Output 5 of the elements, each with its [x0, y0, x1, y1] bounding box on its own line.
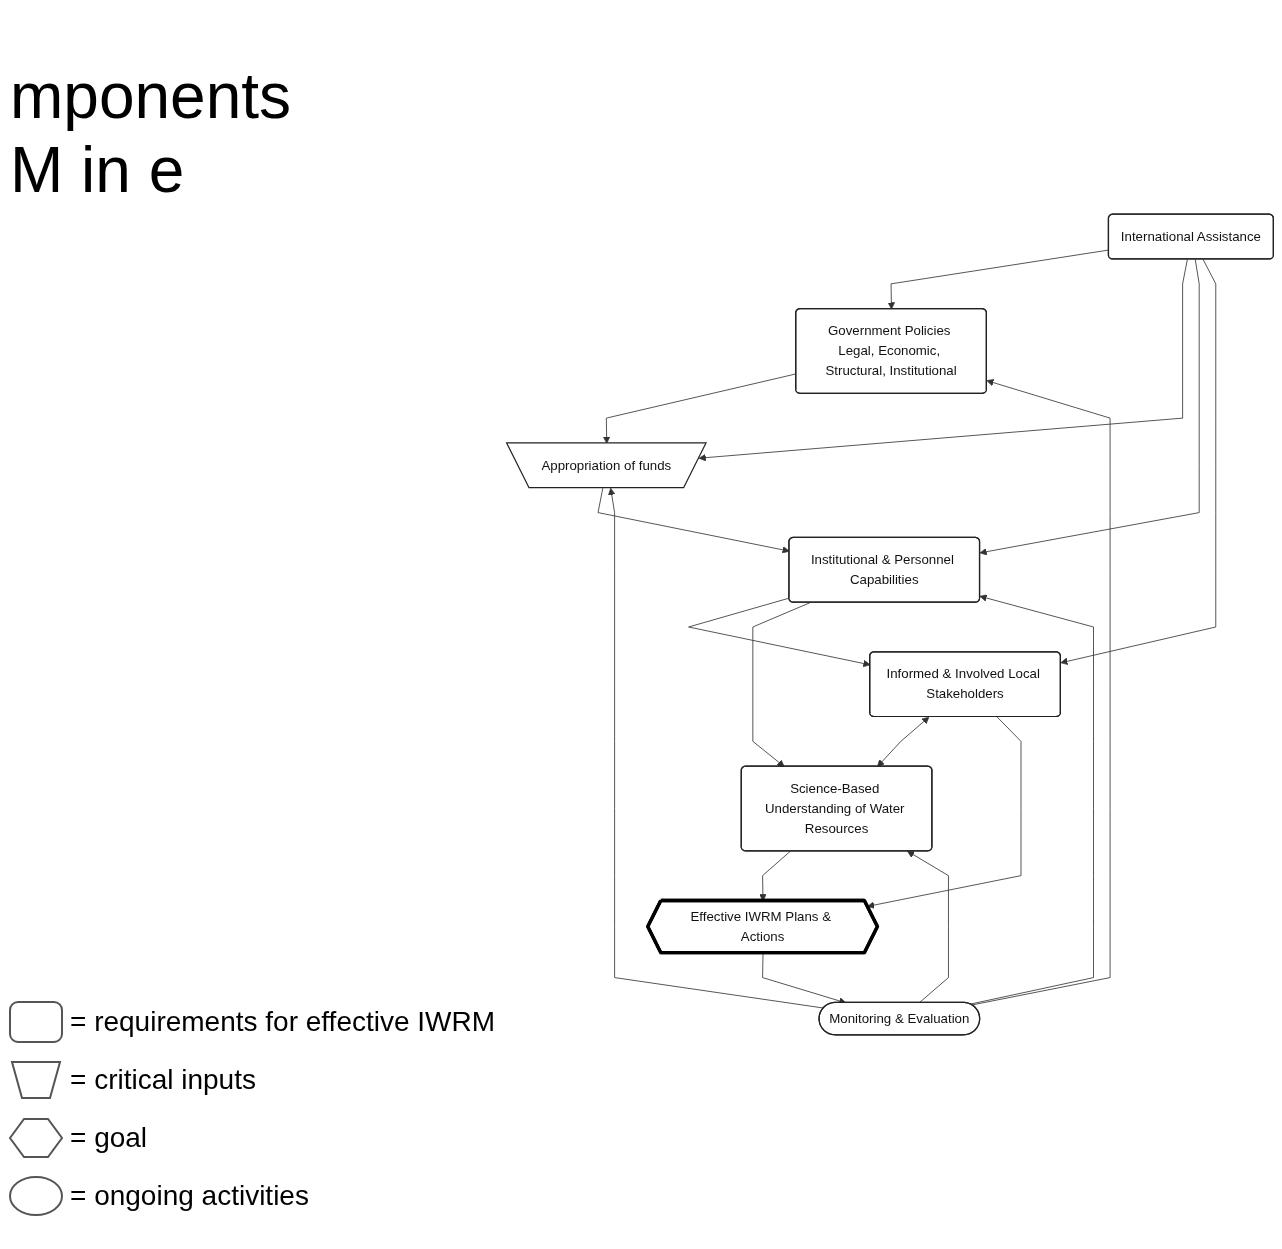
legend-text: = ongoing activities	[70, 1180, 309, 1212]
legend-text: = requirements for effective IWRM	[70, 1006, 496, 1038]
legend-text: = goal	[70, 1122, 148, 1154]
legend-text: = critical inputs	[70, 1064, 256, 1096]
title: mponents M in e	[10, 60, 293, 208]
